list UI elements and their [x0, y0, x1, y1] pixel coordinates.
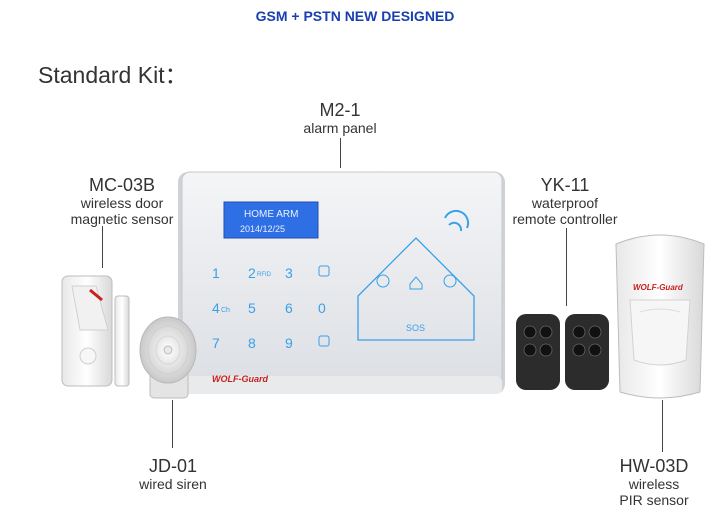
siren — [139, 316, 197, 399]
key-2-sub: RFID — [257, 272, 272, 278]
remote-code: YK-11 — [540, 175, 590, 195]
key-0: 0 — [318, 300, 326, 316]
pir-leader-line — [662, 400, 663, 452]
edit-key-icon — [318, 335, 330, 347]
lock-icon — [376, 274, 390, 288]
panel-code: M2-1 — [319, 100, 361, 120]
pir-brand-logo: WOLF-Guard — [633, 283, 684, 292]
pir-desc-2: PIR sensor — [619, 492, 689, 508]
door-label: MC-03B wireless door magnetic sensor — [42, 175, 202, 227]
pir-label: HW-03D wireless PIR sensor — [598, 456, 710, 508]
remote-label: YK-11 waterproof remote controller — [490, 175, 640, 227]
siren-label: JD-01 wired siren — [108, 456, 238, 492]
door-desc-1: wireless door — [80, 195, 164, 211]
lcd-screen — [223, 201, 319, 239]
alarm-panel: HOME ARM 2014/12/25 1 2 RFID 3 4 Ch 5 6 … — [178, 171, 505, 394]
remote-desc-2: remote controller — [512, 211, 618, 227]
door-desc-2: magnetic sensor — [70, 211, 174, 227]
remote-leader-line — [566, 228, 567, 306]
key-8: 8 — [248, 335, 256, 351]
pir-sensor: WOLF-Guard — [615, 234, 705, 399]
siren-desc: wired siren — [139, 476, 207, 492]
panel-label: M2-1 alarm panel — [270, 100, 410, 136]
page-header: GSM + PSTN NEW DESIGNED — [255, 8, 455, 24]
menu-key-icon — [318, 265, 330, 277]
key-4-sub: Ch — [221, 307, 230, 314]
key-7: 7 — [212, 335, 220, 351]
door-code: MC-03B — [88, 175, 155, 195]
house-icon — [357, 237, 475, 341]
key-2: 2 — [248, 265, 256, 281]
siren-leader-line — [172, 400, 173, 448]
siren-code: JD-01 — [148, 456, 197, 476]
home-icon — [409, 276, 423, 290]
unlock-icon — [443, 274, 457, 288]
remote-controllers — [516, 314, 609, 390]
remote-desc-1: waterproof — [531, 195, 599, 211]
wifi-icon — [444, 209, 470, 229]
key-5: 5 — [248, 300, 256, 316]
key-1: 1 — [212, 265, 220, 281]
door-leader-line — [102, 226, 103, 268]
lcd-line-2: 2014/12/25 — [240, 224, 285, 234]
sos-key: SOS — [406, 323, 425, 333]
key-4: 4 — [212, 300, 220, 316]
panel-leader-line — [340, 138, 341, 168]
key-6: 6 — [285, 300, 293, 316]
key-3: 3 — [285, 265, 293, 281]
pir-code: HW-03D — [619, 456, 689, 476]
pir-desc-1: wireless — [628, 476, 680, 492]
door-sensor — [61, 275, 130, 387]
keypad: 1 2 RFID 3 4 Ch 5 6 7 8 9 0 — [212, 265, 326, 351]
panel-desc: alarm panel — [303, 120, 377, 136]
panel-brand-logo: WOLF-Guard — [212, 374, 268, 384]
key-9: 9 — [285, 335, 293, 351]
kit-title: Standard Kit： — [38, 62, 188, 88]
lcd-line-1: HOME ARM — [244, 209, 298, 220]
